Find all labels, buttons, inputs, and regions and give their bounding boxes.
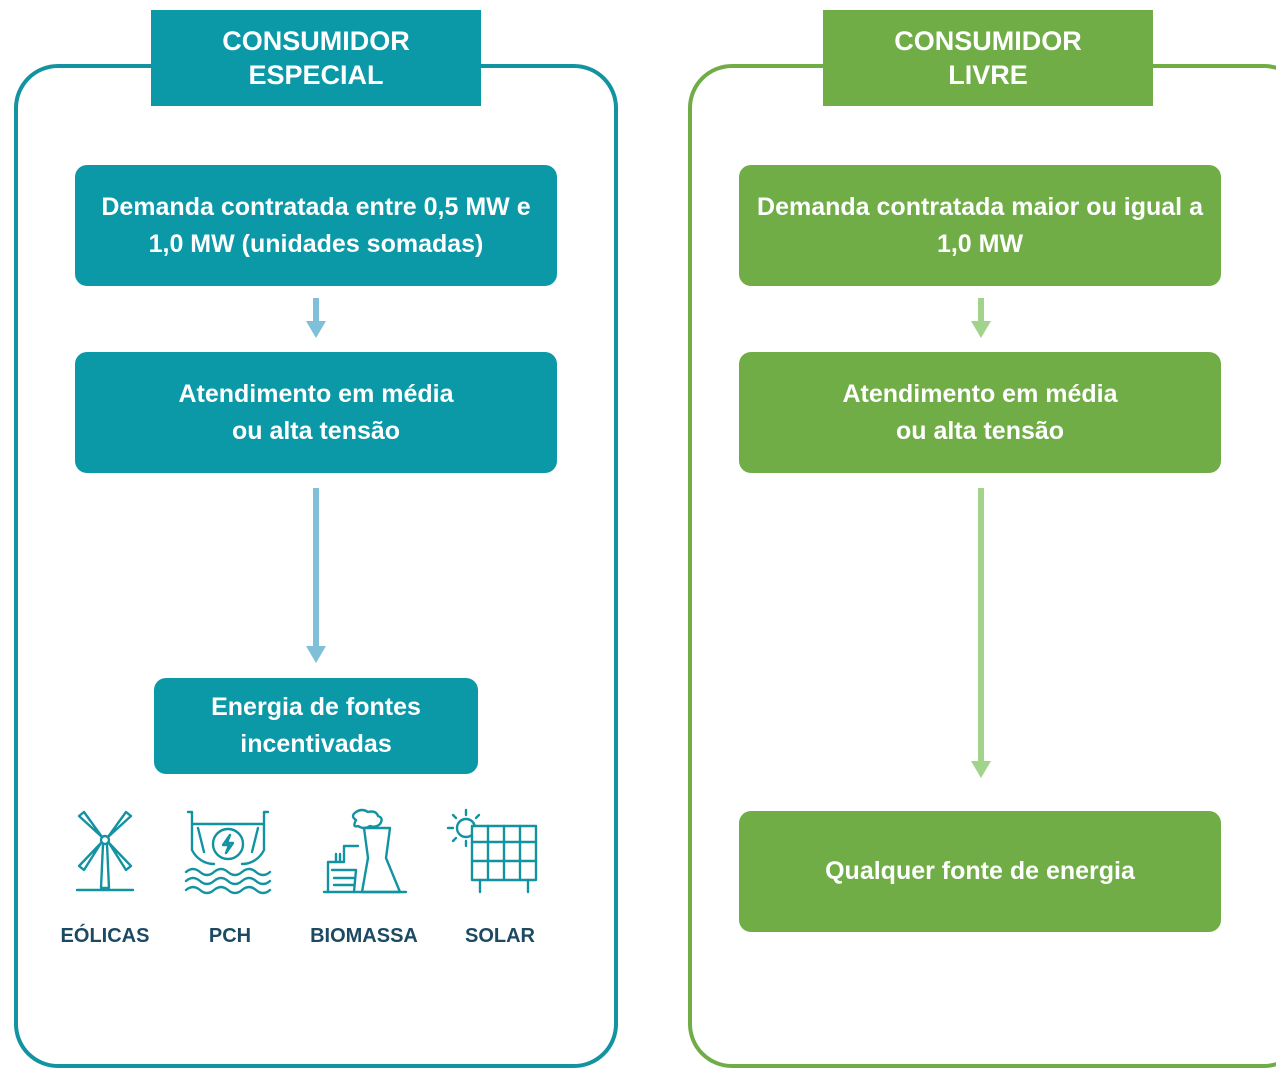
source-label-biomass: BIOMASSA [310, 925, 418, 947]
box-line: Atendimento em média [842, 379, 1118, 408]
down-arrow [305, 298, 327, 338]
free-energy-box: Qualquer fonte de energia [739, 811, 1221, 932]
free-demand-box: Demanda contratada maior ou igual a 1,0 … [739, 165, 1221, 286]
box-line: incentivadas [240, 730, 392, 758]
box-line: Energia de fontes [211, 693, 421, 721]
box-line: Atendimento em média [178, 379, 454, 408]
box-line: Demanda contratada entre 0,5 MW e [101, 192, 531, 221]
box-line: Demanda contratada maior ou igual a [757, 192, 1203, 221]
biomass-plant-icon [316, 806, 412, 896]
down-arrow [305, 488, 327, 663]
box-line: ou alta tensão [895, 416, 1065, 445]
header-line: ESPECIAL [248, 60, 384, 90]
hydro-plant-icon [180, 806, 276, 896]
source-label-hydro: PCH [208, 925, 252, 947]
source-label-wind: EÓLICAS [60, 925, 150, 947]
free-service-box: Atendimento em média ou alta tensão [739, 352, 1221, 473]
wind-turbine-icon [57, 806, 153, 896]
special-service-box: Atendimento em média ou alta tensão [75, 352, 557, 473]
box-line: Qualquer fonte de energia [825, 857, 1135, 885]
header-line: CONSUMIDOR [222, 26, 410, 56]
box-line: ou alta tensão [231, 416, 401, 445]
down-arrow [970, 298, 992, 338]
source-label-solar: SOLAR [465, 925, 535, 947]
down-arrow [970, 488, 992, 778]
header-line: CONSUMIDOR [894, 26, 1082, 56]
free-consumer-header: CONSUMIDOR LIVRE [823, 10, 1153, 106]
special-energy-box: Energia de fontes incentivadas [154, 678, 478, 774]
special-demand-box: Demanda contratada entre 0,5 MW e 1,0 MW… [75, 165, 557, 286]
special-consumer-header: CONSUMIDOR ESPECIAL [151, 10, 481, 106]
box-line: 1,0 MW (unidades somadas) [148, 229, 484, 258]
header-line: LIVRE [948, 60, 1028, 90]
solar-panel-icon [442, 806, 538, 896]
box-line: 1,0 MW [936, 229, 1024, 258]
